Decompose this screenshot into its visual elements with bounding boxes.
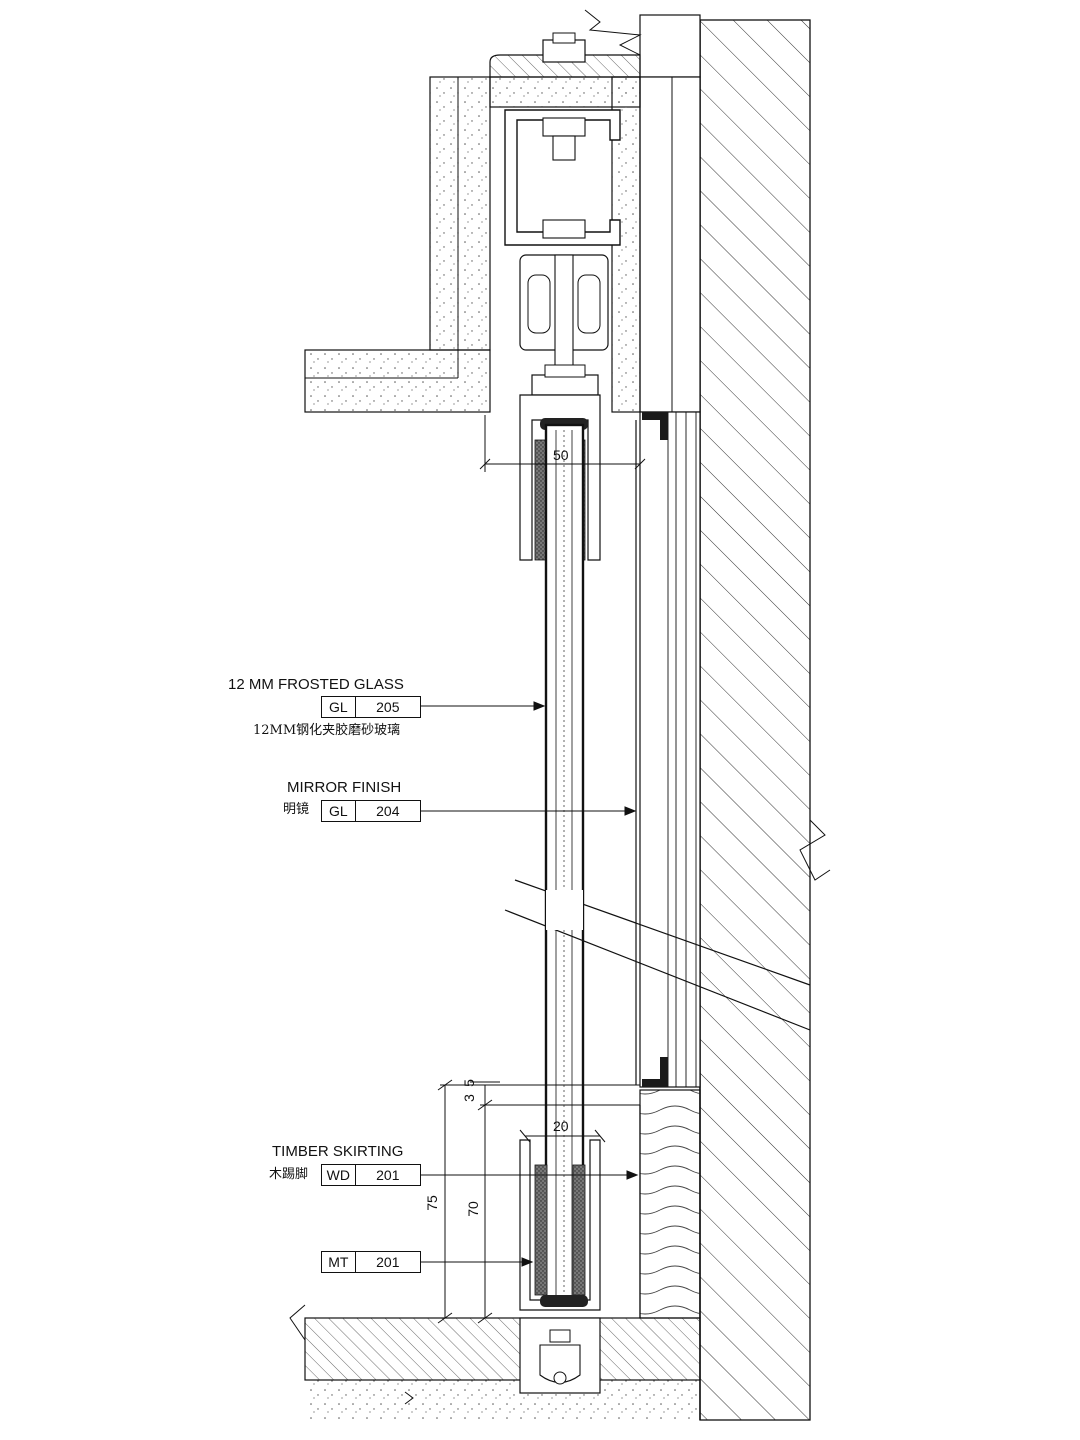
tag-number: 201 <box>376 1254 400 1270</box>
tag-number: 201 <box>376 1167 400 1183</box>
dim-height-outer: 75 <box>423 1195 440 1211</box>
dimension-lines <box>437 415 646 1324</box>
dim-height-inner: 70 <box>464 1201 481 1217</box>
mirror-title: MIRROR FINISH <box>287 779 402 796</box>
break-line <box>504 879 811 1031</box>
tag-code: WD <box>322 1165 356 1185</box>
frosted-glass-title: 12 MM FROSTED GLASS <box>228 676 404 693</box>
mirror-tag: GL 204 <box>321 800 421 822</box>
metal-tag: MT 201 <box>321 1251 421 1273</box>
skirting-tag: WD 201 <box>321 1164 421 1186</box>
tag-code: MT <box>322 1252 356 1272</box>
skirting-title: TIMBER SKIRTING <box>272 1143 404 1160</box>
tag-code: GL <box>322 801 356 821</box>
ceiling-bulkhead <box>304 9 642 413</box>
dim-top-width: 50 <box>553 447 569 463</box>
frosted-glass-tag: GL 205 <box>321 696 421 718</box>
track-assembly <box>504 32 621 396</box>
tag-number: 204 <box>376 803 400 819</box>
tag-number: 205 <box>376 699 400 715</box>
skirting-prefix-cn: 木踢脚 <box>269 1167 309 1182</box>
tag-code: GL <box>322 697 356 717</box>
mirror-prefix-cn: 明镜 <box>283 802 310 817</box>
wall-structure <box>699 19 831 1421</box>
bottom-guide <box>519 1139 601 1311</box>
frosted-glass-note-cn: 12MM钢化夹胶磨砂玻璃 <box>253 723 401 738</box>
wall-lining <box>639 14 701 1088</box>
dim-gap-b: 3 <box>460 1094 477 1102</box>
timber-skirting <box>639 1089 701 1319</box>
dim-bottom-width: 20 <box>553 1118 569 1134</box>
floor-slab <box>289 1304 701 1420</box>
leader-lines <box>420 701 639 1267</box>
dim-gap-a: 5 <box>460 1079 477 1087</box>
